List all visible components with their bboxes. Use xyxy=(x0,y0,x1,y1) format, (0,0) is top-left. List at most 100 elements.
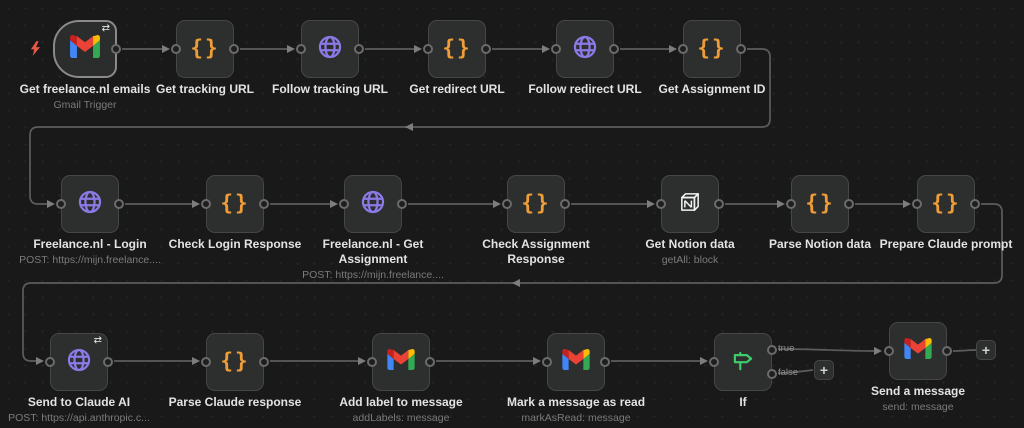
output-port-false[interactable] xyxy=(767,369,777,379)
plus-icon: + xyxy=(819,362,829,378)
input-port[interactable] xyxy=(201,357,211,367)
node-subtitle: getAll: block xyxy=(661,254,719,266)
add-node-button[interactable]: + xyxy=(814,360,834,380)
node-title: Prepare Claude prompt xyxy=(879,237,1013,251)
node-title: Parse Claude response xyxy=(168,395,302,409)
output-port[interactable] xyxy=(111,44,121,54)
arrow-icon xyxy=(777,200,785,208)
gmail-icon xyxy=(70,34,100,63)
arrow-icon xyxy=(405,123,413,131)
output-port[interactable] xyxy=(259,357,269,367)
gmail-icon xyxy=(562,348,590,375)
globe-icon xyxy=(571,33,599,66)
output-port[interactable] xyxy=(259,199,269,209)
node-subtitle: POST: https://api.anthropic.c... xyxy=(8,412,150,424)
output-port[interactable] xyxy=(481,44,491,54)
code-icon: {} xyxy=(697,36,727,60)
arrow-icon xyxy=(414,45,422,53)
node-get-redirect-url[interactable]: {} Get redirect URL xyxy=(409,20,505,96)
arrow-icon xyxy=(700,357,708,365)
node-subtitle: markAsRead: message xyxy=(521,412,631,424)
input-port[interactable] xyxy=(296,44,306,54)
output-port[interactable] xyxy=(560,199,570,209)
output-port[interactable] xyxy=(714,199,724,209)
code-icon: {} xyxy=(220,349,250,373)
output-port[interactable] xyxy=(600,357,610,367)
signpost-if-icon xyxy=(730,347,756,378)
output-port[interactable] xyxy=(844,199,854,209)
globe-icon xyxy=(316,33,344,66)
node-parse-claude-response[interactable]: {} Parse Claude response xyxy=(169,333,301,409)
output-port-true[interactable] xyxy=(767,345,777,355)
node-freelance-get-assignment[interactable]: Freelance.nl - Get Assignment POST: http… xyxy=(302,175,444,281)
input-port[interactable] xyxy=(656,199,666,209)
node-get-tracking-url[interactable]: {} Get tracking URL xyxy=(156,20,254,96)
input-port[interactable] xyxy=(201,199,211,209)
output-port[interactable] xyxy=(736,44,746,54)
node-title: Follow tracking URL xyxy=(271,82,389,96)
input-port[interactable] xyxy=(786,199,796,209)
sync-icon: ⇄ xyxy=(101,23,110,34)
arrow-icon xyxy=(192,357,200,365)
node-mark-message-as-read[interactable]: Mark a message as read markAsRead: messa… xyxy=(507,333,645,424)
arrow-icon xyxy=(493,200,501,208)
node-title: Mark a message as read xyxy=(506,395,646,409)
node-follow-tracking-url[interactable]: Follow tracking URL xyxy=(272,20,388,96)
input-port[interactable] xyxy=(502,199,512,209)
node-parse-notion-data[interactable]: {} Parse Notion data xyxy=(769,175,871,251)
node-gmail-trigger[interactable]: ⇄ Get freelance.nl emails Gmail Trigger xyxy=(20,20,150,111)
output-port[interactable] xyxy=(103,357,113,367)
output-port[interactable] xyxy=(354,44,364,54)
node-freelance-login[interactable]: Freelance.nl - Login POST: https://mijn.… xyxy=(19,175,161,266)
node-title: Send to Claude AI xyxy=(27,395,131,409)
connection-line xyxy=(952,349,977,352)
node-add-label-to-message[interactable]: Add label to message addLabels: message xyxy=(339,333,463,424)
globe-icon xyxy=(76,188,104,221)
input-port[interactable] xyxy=(339,199,349,209)
input-port[interactable] xyxy=(678,44,688,54)
input-port[interactable] xyxy=(423,44,433,54)
output-port[interactable] xyxy=(397,199,407,209)
arrow-icon xyxy=(542,45,550,53)
input-port[interactable] xyxy=(551,44,561,54)
output-port[interactable] xyxy=(114,199,124,209)
node-get-notion-data[interactable]: Get Notion data getAll: block xyxy=(645,175,735,266)
output-port[interactable] xyxy=(229,44,239,54)
node-send-to-claude-ai[interactable]: ⇄ Send to Claude AI POST: https://api.an… xyxy=(8,333,150,424)
node-if[interactable]: true false If xyxy=(709,333,798,409)
node-check-login-response[interactable]: {} Check Login Response xyxy=(169,175,301,251)
node-send-a-message[interactable]: Send a message send: message xyxy=(871,322,965,413)
input-port[interactable] xyxy=(884,346,894,356)
node-subtitle: POST: https://mijn.freelance.... xyxy=(19,254,161,266)
node-title: Send a message xyxy=(870,384,966,398)
input-port[interactable] xyxy=(912,199,922,209)
node-get-assignment-id[interactable]: {} Get Assignment ID xyxy=(659,20,765,96)
input-port[interactable] xyxy=(171,44,181,54)
output-port[interactable] xyxy=(425,357,435,367)
input-port[interactable] xyxy=(542,357,552,367)
input-port[interactable] xyxy=(56,199,66,209)
arrow-icon xyxy=(533,357,541,365)
add-node-button[interactable]: + xyxy=(976,340,996,360)
branch-label-true: true xyxy=(778,343,795,354)
node-prepare-claude-prompt[interactable]: {} Prepare Claude prompt xyxy=(880,175,1012,251)
input-port[interactable] xyxy=(709,357,719,367)
output-port[interactable] xyxy=(609,44,619,54)
node-title: If xyxy=(739,395,747,409)
node-title: Check Login Response xyxy=(168,237,302,251)
input-port[interactable] xyxy=(45,357,55,367)
arrow-icon xyxy=(192,200,200,208)
node-title: Freelance.nl - Get Assignment xyxy=(322,237,424,266)
node-subtitle: POST: https://mijn.freelance.... xyxy=(302,269,444,281)
input-port[interactable] xyxy=(367,357,377,367)
connection-line xyxy=(777,369,814,374)
node-check-assignment-response[interactable]: {} Check Assignment Response xyxy=(482,175,590,266)
node-follow-redirect-url[interactable]: Follow redirect URL xyxy=(528,20,642,96)
connection-line xyxy=(29,48,771,205)
node-title: Freelance.nl - Login xyxy=(33,237,147,251)
output-port[interactable] xyxy=(970,199,980,209)
output-port[interactable] xyxy=(942,346,952,356)
node-title: Add label to message xyxy=(339,395,463,409)
globe-icon xyxy=(65,346,93,379)
